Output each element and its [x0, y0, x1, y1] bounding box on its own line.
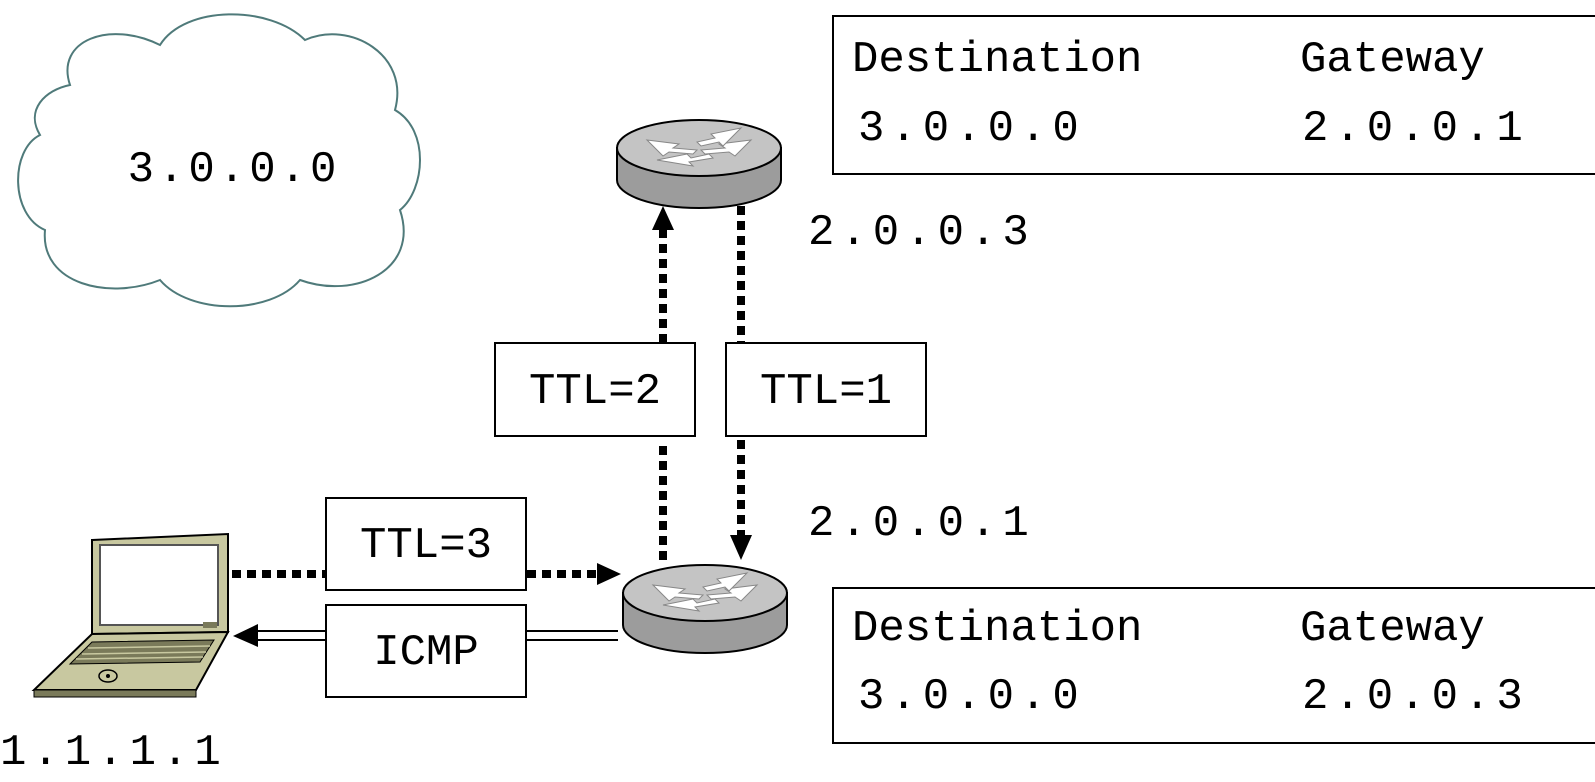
packet-label-icmp: ICMP	[325, 604, 527, 698]
packet-path-down	[730, 206, 752, 560]
packet-label-icmp-text: ICMP	[373, 628, 479, 678]
arrow-right-head	[597, 563, 621, 585]
packet-label-ttl3-text: TTL=3	[360, 521, 492, 571]
table-top-header-destination: Destination	[852, 35, 1142, 85]
packet-label-ttl3: TTL=3	[325, 497, 527, 591]
table-bottom-row-destination: 3.0.0.0	[858, 672, 1085, 722]
table-bottom-header-destination: Destination	[852, 604, 1142, 654]
arrow-left-head	[233, 624, 258, 647]
router-bottom-address: 2.0.0.1	[808, 499, 1035, 549]
laptop-address: 1.1.1.1	[0, 728, 227, 778]
arrow-down-head	[730, 535, 752, 560]
table-bottom-row-gateway: 2.0.0.3	[1302, 672, 1529, 722]
router-icon	[651, 572, 759, 612]
table-top-row-gateway: 2.0.0.1	[1302, 104, 1529, 154]
router-top	[616, 119, 782, 209]
packet-label-ttl2-text: TTL=2	[529, 367, 661, 417]
router-top-address: 2.0.0.3	[808, 208, 1035, 258]
routing-table-bottom: Destination Gateway 3.0.0.0 2.0.0.3	[832, 587, 1595, 744]
arrow-up-head	[652, 206, 674, 230]
table-bottom-header-gateway: Gateway	[1300, 604, 1485, 654]
routing-table-top: Destination Gateway 3.0.0.0 2.0.0.1	[832, 15, 1595, 175]
packet-path-to-router	[232, 563, 621, 585]
laptop: 1.1.1.1	[0, 532, 230, 778]
table-top-header-gateway: Gateway	[1300, 35, 1485, 85]
icmp-reply-path	[233, 624, 618, 647]
table-top-row-destination: 3.0.0.0	[858, 104, 1085, 154]
packet-label-ttl1-text: TTL=1	[760, 367, 892, 417]
router-bottom	[622, 564, 788, 654]
cloud-label: 3.0.0.0	[128, 145, 341, 195]
packet-label-ttl2: TTL=2	[494, 342, 696, 437]
cloud-network: 3.0.0.0	[17, 13, 421, 308]
cloud-icon	[17, 13, 421, 308]
packet-path-up	[652, 206, 674, 560]
laptop-icon	[31, 532, 230, 698]
router-icon	[645, 127, 753, 167]
packet-label-ttl1: TTL=1	[725, 342, 927, 437]
